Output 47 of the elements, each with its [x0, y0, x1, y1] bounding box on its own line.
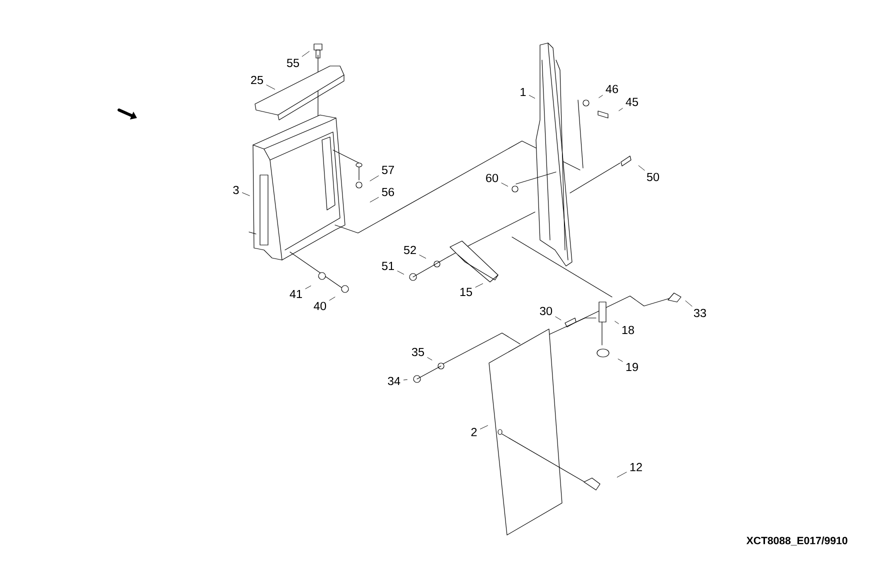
callout-number: 3 [233, 186, 239, 194]
leader-line [501, 182, 508, 187]
leader-line [305, 286, 312, 290]
callout-number: 30 [540, 306, 552, 316]
leader-line [616, 472, 627, 478]
callout-number: 25 [251, 76, 264, 84]
leader-line [242, 192, 250, 196]
leader-line [638, 165, 645, 171]
callout-number: 33 [694, 308, 706, 318]
leader-line [397, 270, 404, 275]
callout-number: 60 [486, 174, 498, 182]
drawing-number: XCT8088_E017/9910 [746, 536, 848, 546]
callout-number: 35 [412, 348, 424, 356]
leader-line [370, 176, 379, 182]
leader-line [419, 254, 426, 259]
callout-number: 1 [520, 88, 526, 96]
leader-line [529, 95, 536, 98]
callout-number: 34 [388, 376, 400, 386]
leader-line [685, 300, 692, 307]
leader-line [403, 379, 408, 380]
leader-line [266, 84, 276, 90]
leader-line [618, 108, 623, 111]
callout-number: 12 [630, 462, 642, 472]
callout-number: 45 [626, 98, 638, 106]
callout-number: 41 [290, 290, 302, 298]
leader-line [475, 283, 483, 288]
leader-line [614, 321, 619, 324]
callout-number: 55 [286, 58, 300, 68]
leader-line [480, 425, 488, 430]
leader-line [302, 51, 310, 57]
leader-line [329, 296, 336, 301]
callout-number: 15 [460, 288, 472, 296]
leader-line [370, 197, 379, 202]
callout-number: 56 [382, 188, 394, 196]
callout-number: 46 [606, 84, 618, 94]
leader-line [427, 357, 432, 360]
callout-number: 52 [404, 246, 416, 254]
callout-number: 40 [314, 302, 326, 310]
leader-line [555, 316, 562, 320]
leader-line [598, 95, 603, 98]
leader-line [618, 358, 623, 362]
callout-number: 57 [382, 166, 394, 174]
callout-number: 18 [622, 326, 634, 334]
callout-number: 51 [382, 262, 394, 270]
callout-number: 19 [626, 362, 638, 372]
callout-number: 2 [471, 428, 477, 436]
callout-number: 50 [646, 172, 660, 182]
